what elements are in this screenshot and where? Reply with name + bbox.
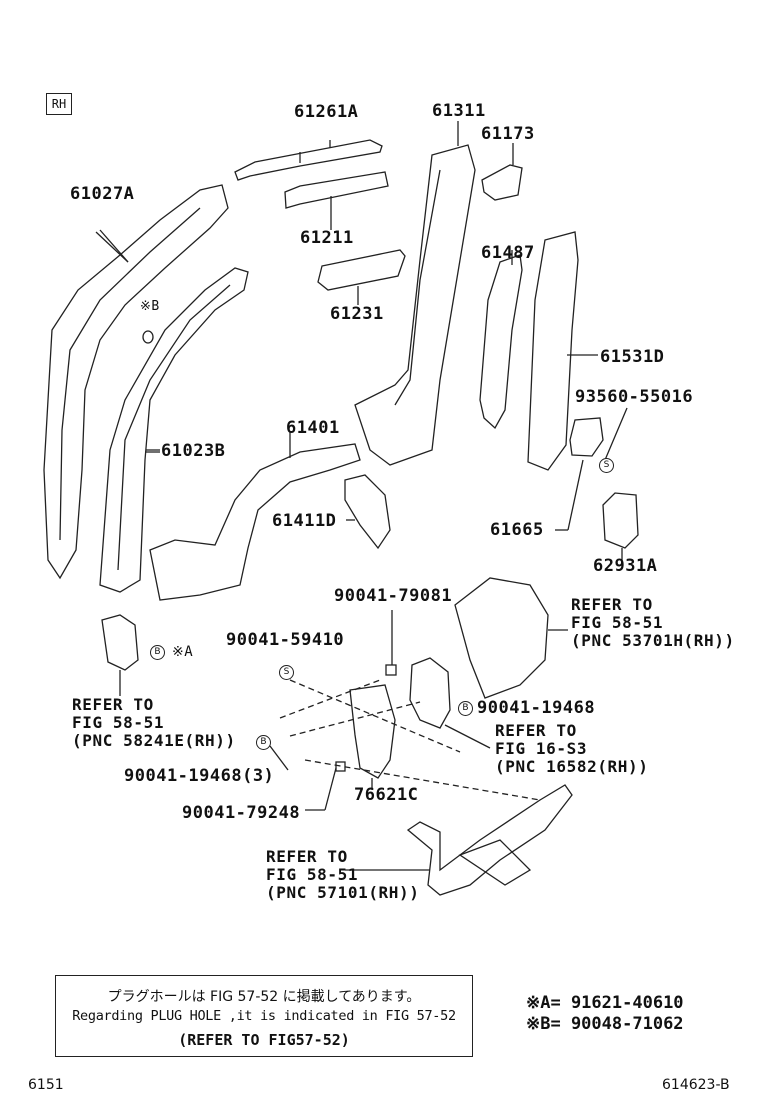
part-61665 [569, 417, 604, 457]
part-16582 [409, 657, 451, 729]
label-61211: 61211 [300, 228, 354, 248]
label-93560-55016: 93560-55016 [575, 387, 694, 407]
part-58241e [101, 614, 139, 671]
note-line-japanese: プラグホールは FIG 57-52 に掲載してあります。 [107, 989, 421, 1005]
mark-b-plug: ※B [140, 299, 160, 314]
label-61531d: 61531D [600, 347, 665, 367]
label-90041-19468-3: 90041-19468(3) [124, 766, 275, 786]
part-62931a [602, 492, 639, 549]
part-61023b [99, 267, 249, 593]
part-61411d [344, 474, 391, 550]
footer-figure-code: 614623-B [662, 1077, 730, 1093]
part-57101 [406, 784, 573, 896]
part-61027a [43, 184, 229, 580]
label-61023b: 61023B [161, 441, 226, 461]
label-61027a: 61027A [70, 184, 135, 204]
footer-page-number: 6151 [28, 1077, 64, 1093]
label-61173: 61173 [481, 124, 535, 144]
rh-tag: RH [46, 93, 72, 115]
refer-53701h: REFER TO FIG 58-51 (PNC 53701H(RH)) [571, 595, 735, 650]
legend-a: ※A= 91621-40610 [526, 993, 684, 1013]
label-61261a: 61261A [294, 102, 359, 122]
mark-a: ※A [172, 644, 194, 660]
label-90041-79081: 90041-79081 [334, 586, 453, 606]
label-61665: 61665 [490, 520, 544, 540]
part-76621c [349, 684, 396, 779]
label-61311: 61311 [432, 101, 486, 121]
part-61401 [149, 443, 361, 601]
b-circle-symbol: B [458, 701, 473, 716]
refer-58241e: REFER TO FIG 58-51 (PNC 58241E(RH)) [72, 695, 236, 750]
s-circle-symbol: S [279, 665, 294, 680]
part-61173 [481, 164, 523, 201]
part-61231 [317, 249, 406, 291]
b-circle-symbol: B [256, 735, 271, 750]
s-circle-symbol: S [599, 458, 614, 473]
label-61231: 61231 [330, 304, 384, 324]
label-61487: 61487 [481, 243, 535, 263]
note-line-english: Regarding PLUG HOLE ,it is indicated in … [72, 1008, 456, 1024]
note-line-refer: (REFER TO FIG57-52) [178, 1031, 350, 1049]
legend-b: ※B= 90048-71062 [526, 1014, 684, 1034]
part-61261a [234, 139, 383, 181]
label-90041-19468: 90041-19468 [477, 698, 596, 718]
part-61311 [354, 144, 476, 466]
label-76621c: 76621C [354, 785, 419, 805]
label-61401: 61401 [286, 418, 340, 438]
plug-hole-note: プラグホールは FIG 57-52 に掲載してあります。 Regarding P… [55, 975, 473, 1057]
part-61531d [527, 231, 579, 471]
label-61411d: 61411D [272, 511, 337, 531]
part-53701h [454, 577, 549, 699]
label-90041-59410: 90041-59410 [226, 630, 345, 650]
b-circle-symbol: B [150, 645, 165, 660]
refer-57101: REFER TO FIG 58-51 (PNC 57101(RH)) [266, 847, 420, 902]
part-61211 [284, 171, 389, 209]
refer-16582: REFER TO FIG 16-S3 (PNC 16582(RH)) [495, 721, 649, 776]
label-62931a: 62931A [593, 556, 658, 576]
part-61487 [479, 254, 523, 430]
label-90041-79248: 90041-79248 [182, 803, 301, 823]
